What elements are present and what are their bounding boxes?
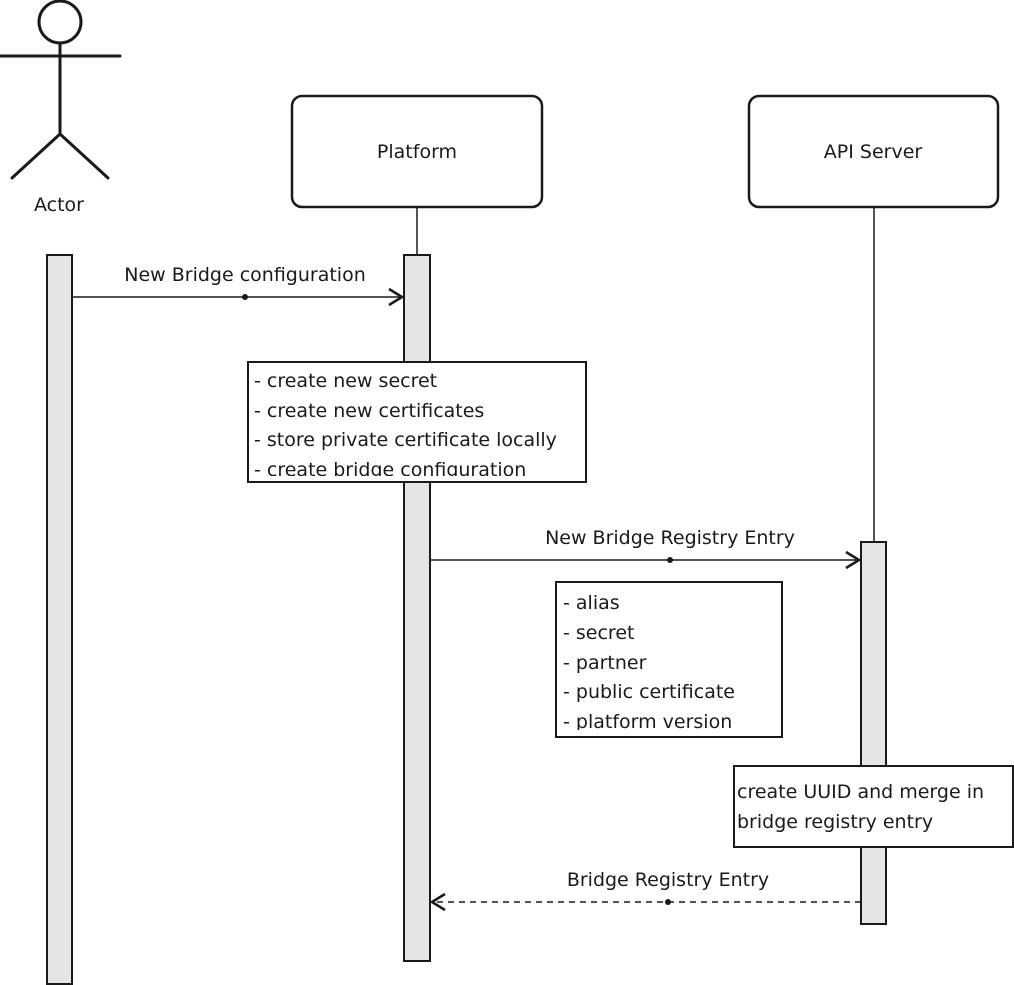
actor-right-leg — [58, 132, 110, 180]
message-dot-3 — [665, 899, 671, 905]
note-1-line: - create new secret — [254, 370, 437, 392]
message-arrow-2 — [430, 550, 861, 570]
message-arrow-1 — [72, 287, 404, 307]
note-box-2 — [555, 581, 783, 738]
note-2-line: - platform version — [563, 711, 732, 733]
activation-bar-api-server — [860, 541, 887, 925]
note-box-3 — [733, 765, 1014, 848]
note-2-line: - secret — [563, 622, 634, 644]
note-2-line: - public certificate — [563, 681, 735, 703]
actor-figure — [0, 0, 122, 180]
participant-label-api-server: API Server — [824, 141, 923, 163]
note-2-line: - alias — [563, 592, 620, 614]
actor-head — [37, 0, 83, 45]
activation-bar-platform — [403, 254, 431, 962]
note-box-1 — [247, 361, 587, 483]
message-arrow-3 — [430, 892, 861, 912]
message-dot-2 — [667, 557, 673, 563]
note-1-line: - store private certificate locally — [254, 429, 557, 451]
message-dot-1 — [242, 294, 248, 300]
participant-label-platform: Platform — [377, 141, 457, 163]
note-1-line: - create new certificates — [254, 400, 484, 422]
note-3-line: bridge registry entry — [737, 811, 933, 833]
actor-label: Actor — [34, 194, 84, 216]
message-label-1: New Bridge configuration — [124, 264, 366, 286]
note-2-line: - partner — [563, 652, 647, 674]
message-label-3: Bridge Registry Entry — [567, 869, 769, 891]
note-3-line: create UUID and merge in — [737, 781, 984, 803]
activation-bar-actor — [46, 254, 73, 985]
actor-left-leg — [10, 132, 62, 180]
note-1-text: - create new secret - create new certifi… — [254, 370, 557, 481]
note-1-line: - create bridge configuration — [254, 459, 526, 481]
message-label-2: New Bridge Registry Entry — [545, 527, 795, 549]
note-2-text: - alias - secret - partner - public cert… — [563, 592, 735, 733]
